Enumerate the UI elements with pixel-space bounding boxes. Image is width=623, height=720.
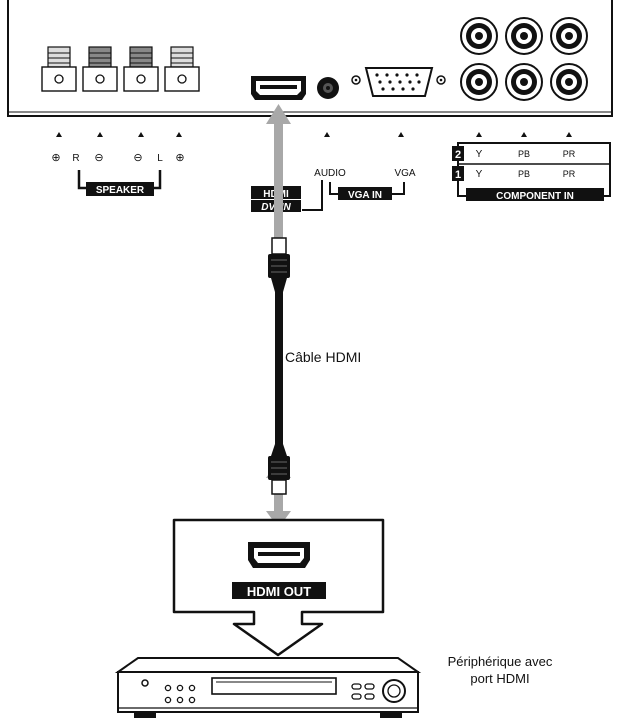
audio-label: AUDIO xyxy=(314,168,346,179)
l-plus-symbol: ⊕ xyxy=(175,152,184,164)
hdmi-input-port[interactable] xyxy=(251,76,306,100)
speaker-labels: ⊕ R ⊖ ⊖ L ⊕ SPEAKER xyxy=(51,152,185,196)
component-row-1-y: Y xyxy=(476,169,483,180)
transport-buttons[interactable] xyxy=(351,683,375,700)
rca-jack[interactable] xyxy=(460,63,498,101)
audio-jack[interactable] xyxy=(317,77,339,99)
speaker-r-label: R xyxy=(72,153,79,164)
component-rca-jacks xyxy=(460,17,588,101)
component-row-2-pb: PB xyxy=(518,149,530,159)
volume-knob[interactable] xyxy=(382,679,406,703)
vga-in-tag xyxy=(338,187,392,200)
speaker-terminal-r-plus[interactable] xyxy=(41,46,77,92)
component-row-2-y: Y xyxy=(476,149,483,160)
front-buttons[interactable] xyxy=(164,684,196,704)
vga-port[interactable] xyxy=(351,67,446,97)
cable-label: Câble HDMI xyxy=(285,349,361,365)
rca-jack[interactable] xyxy=(550,17,588,55)
component-row-2-number: 2 xyxy=(455,149,461,161)
rca-jack[interactable] xyxy=(550,63,588,101)
component-labels: 2 1 Y PB PR Y PB PR COMPONENT IN xyxy=(452,142,611,202)
l-minus-symbol: ⊖ xyxy=(133,152,142,164)
power-button[interactable] xyxy=(141,679,149,687)
device-description-line1: Périphérique avec xyxy=(448,654,553,669)
component-row-1-pr: PR xyxy=(563,169,576,179)
speaker-terminal-l-minus[interactable] xyxy=(123,46,159,92)
component-tag xyxy=(466,188,604,201)
component-row-1-number: 1 xyxy=(455,169,461,181)
signal-arrow-to-tv xyxy=(266,104,291,238)
speaker-terminal-l-plus[interactable] xyxy=(164,46,200,92)
rca-jack[interactable] xyxy=(505,63,543,101)
vga-in-label: VGA IN xyxy=(348,190,382,201)
speaker-l-label: L xyxy=(157,153,163,164)
speaker-tag xyxy=(86,182,154,196)
device-description-line2: port HDMI xyxy=(470,671,529,686)
source-device xyxy=(114,657,422,718)
hdmi-out-tag xyxy=(232,582,326,599)
speaker-terminals xyxy=(41,46,200,92)
r-plus-symbol: ⊕ xyxy=(51,152,60,164)
component-row-1-pb: PB xyxy=(518,169,530,179)
r-minus-symbol: ⊖ xyxy=(94,152,103,164)
hdmi-output-port[interactable] xyxy=(248,542,310,568)
rca-jack[interactable] xyxy=(460,17,498,55)
vga-label: VGA xyxy=(394,168,415,179)
disc-tray[interactable] xyxy=(211,677,337,695)
hdmi-out-label: HDMI OUT xyxy=(247,584,311,599)
hdmi-cable xyxy=(268,237,290,495)
speaker-terminal-r-minus[interactable] xyxy=(82,46,118,92)
hdmi-out-callout: HDMI OUT xyxy=(172,518,385,657)
rca-jack[interactable] xyxy=(505,17,543,55)
speaker-label: SPEAKER xyxy=(96,185,145,196)
port-markers xyxy=(56,132,572,137)
component-row-2-pr: PR xyxy=(563,149,576,159)
component-in-label: COMPONENT IN xyxy=(496,191,574,202)
